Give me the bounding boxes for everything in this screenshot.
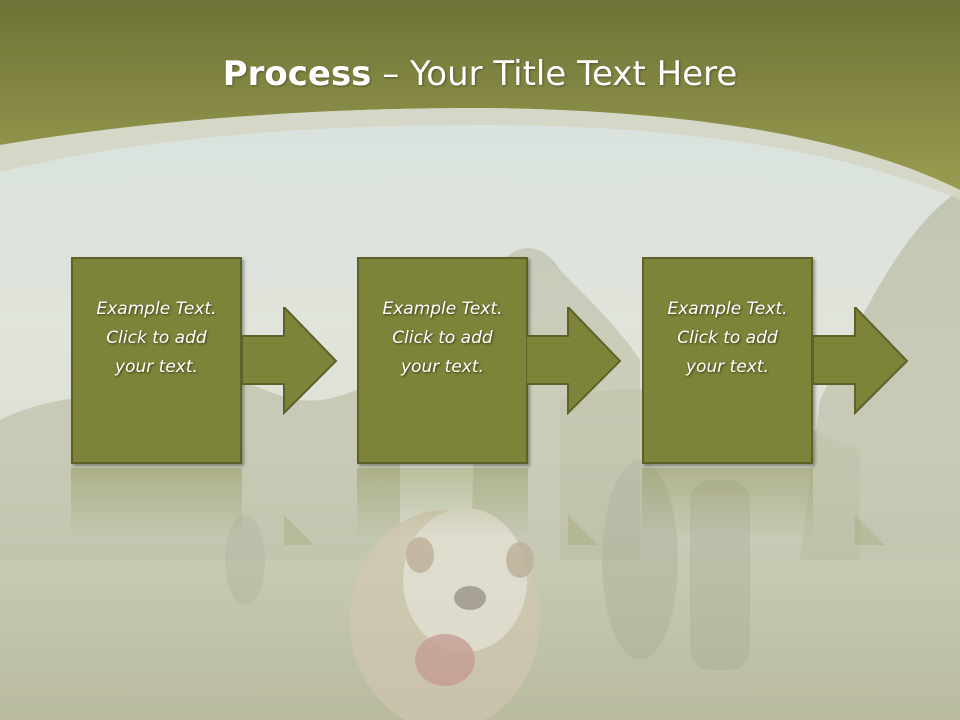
step-2-reflection [357,468,528,538]
step-3-reflection [642,468,813,538]
step-box-2[interactable]: Example Text. Click to add your text. [357,257,528,464]
title-rest: – Your Title Text Here [371,54,738,94]
right-arrow-icon [526,307,622,415]
step-box-1[interactable]: Example Text. Click to add your text. [71,257,242,464]
arrow-reflection [568,515,598,545]
step-3-text: Example Text. Click to add your text. [667,299,788,377]
header-band [0,0,960,200]
step-1-reflection [71,468,242,538]
arrow-reflection [855,515,885,545]
slide-title[interactable]: Process – Your Title Text Here [0,52,960,96]
step-2-text: Example Text. Click to add your text. [382,299,503,377]
arrow-reflection [284,515,314,545]
step-box-3[interactable]: Example Text. Click to add your text. [642,257,813,464]
right-arrow-icon [813,307,909,415]
title-bold: Process [222,54,372,94]
right-arrow-icon [242,307,338,415]
step-1-text: Example Text. Click to add your text. [96,299,217,377]
